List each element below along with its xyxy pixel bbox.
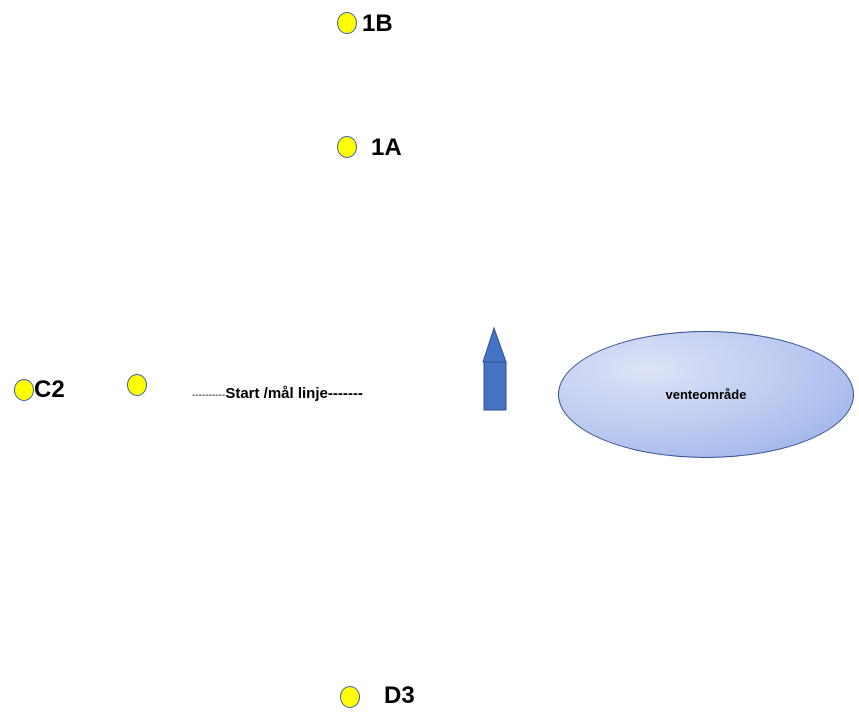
boat-bow	[482, 326, 507, 363]
start-pin-buoy-icon	[127, 374, 147, 396]
buoy-1b-icon	[337, 12, 357, 34]
boat-hull	[483, 361, 507, 411]
start-finish-line-label: ----------Start /mål linje-------	[192, 385, 363, 402]
mark-1b-label: 1B	[362, 10, 393, 37]
mark-c2-label: C2	[34, 376, 65, 403]
mark-d3-label: D3	[384, 682, 415, 709]
start-line-text: Start /mål linje-------	[225, 385, 363, 402]
committee-boat-icon	[482, 326, 507, 411]
start-line-dashes: ----------	[192, 390, 226, 401]
waiting-area-label: venteområde	[665, 387, 747, 402]
buoy-c2-icon	[14, 379, 34, 401]
waiting-area: venteområde	[558, 331, 854, 458]
mark-1a-label: 1A	[371, 134, 402, 161]
buoy-1a-icon	[337, 136, 357, 158]
buoy-d3-icon	[340, 686, 360, 708]
